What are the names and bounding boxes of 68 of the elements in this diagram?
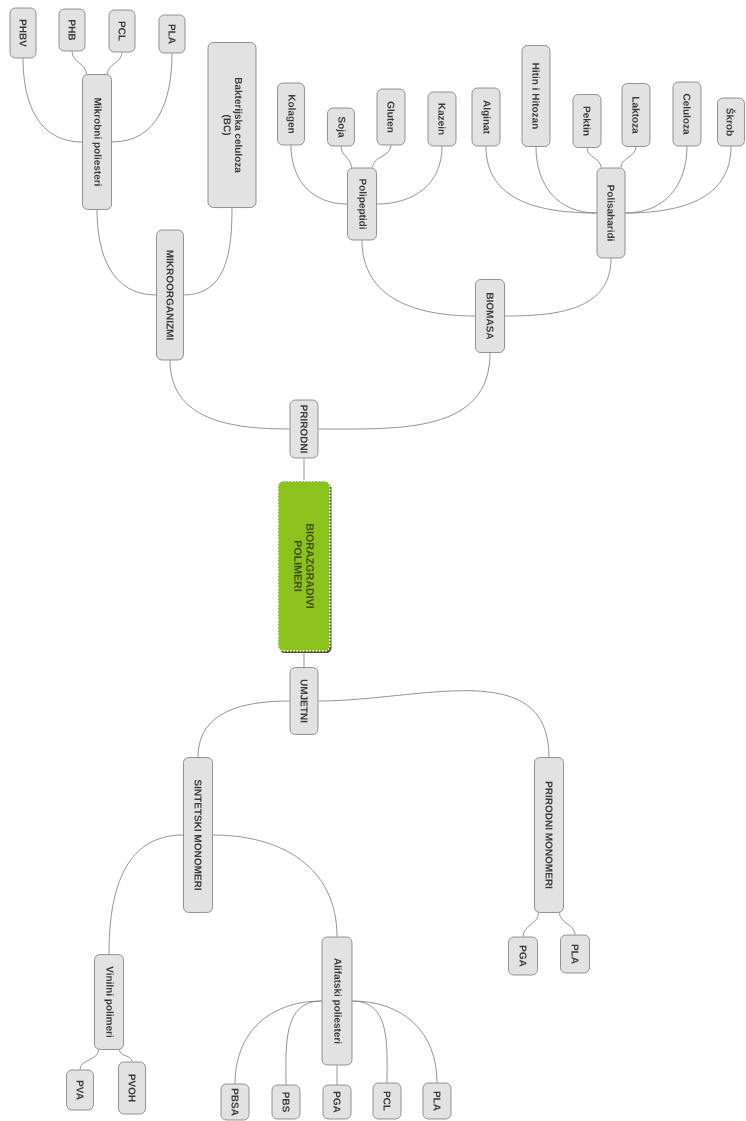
connector (212, 834, 338, 937)
connector (376, 146, 443, 205)
topic-box: PVOH (118, 1061, 146, 1115)
topic-box: PHB (58, 8, 86, 52)
topic-box: PLA (158, 14, 186, 54)
connector (535, 146, 597, 214)
topic-box: PLA (560, 934, 590, 974)
connector (107, 52, 123, 75)
topic-box: PCL (108, 9, 136, 53)
connector (303, 651, 305, 668)
topic-box: PRIRODNI MONOMERI (534, 757, 564, 913)
connector (111, 53, 173, 143)
connector (22, 58, 83, 143)
topic-box: UMJETNI (289, 667, 319, 735)
topic-box: Kazein (427, 91, 457, 147)
connector (119, 1049, 133, 1062)
topic-box: PBSA (220, 1083, 250, 1121)
connector (620, 146, 637, 168)
connector (79, 1049, 99, 1070)
connector (169, 360, 290, 430)
topic-box: Polipeptidi (347, 167, 377, 241)
topic-box: MIKROORGANIZMI (156, 229, 184, 361)
topic-box: PHBV (9, 7, 37, 59)
topic-box: Polisaharidi (596, 167, 626, 259)
topic-box: PRIRODNI (289, 399, 319, 459)
topic-box: Kolagen (277, 82, 305, 146)
connector (361, 240, 476, 317)
topic-box: BIOMASA (475, 279, 505, 353)
connector (197, 700, 290, 758)
topic-box: PGA (508, 936, 538, 976)
connector (290, 145, 348, 205)
connector (234, 1000, 322, 1084)
topic-box: Bakterijska celuloza (BC) (207, 42, 257, 208)
connector (625, 146, 732, 214)
topic-box: Laktoza (621, 83, 651, 147)
topic-box: PVA (66, 1069, 94, 1111)
connector (318, 690, 550, 758)
topic-box: PLA (422, 1082, 452, 1120)
connector (71, 51, 87, 75)
topic-box: Gluten (376, 88, 406, 146)
root-box: BIORAZGRADIVI POLIMERI (277, 480, 332, 653)
connector (96, 209, 157, 296)
connector (336, 1065, 338, 1085)
topic-box: PBS (271, 1084, 301, 1120)
connector (352, 1000, 438, 1083)
connector (559, 912, 576, 935)
connector (183, 207, 233, 296)
connector (522, 912, 539, 937)
connector (504, 258, 612, 317)
topic-box: Alginat (471, 87, 501, 147)
topic-box: Pektin (572, 94, 602, 148)
topic-box: SINTETSKI MONOMERI (183, 757, 213, 913)
topic-box: Celuloza (672, 81, 702, 147)
topic-box: Alifatski poliesteri (321, 936, 353, 1066)
connector (586, 147, 602, 168)
topic-box: Hitin i Hitozan (521, 45, 551, 147)
connector (108, 834, 184, 955)
topic-box: PCL (372, 1082, 402, 1120)
connector (285, 1000, 322, 1085)
topic-box: Škrob (717, 97, 745, 147)
topic-box: Vinilni polimeri (94, 954, 124, 1050)
topic-box: Soja (327, 107, 355, 147)
topic-box: Mikrobni poliesteri (82, 74, 112, 210)
connector (318, 352, 491, 430)
connector (340, 146, 352, 168)
topic-box: PGA (322, 1084, 352, 1120)
connector (303, 458, 305, 481)
connector (372, 145, 392, 168)
